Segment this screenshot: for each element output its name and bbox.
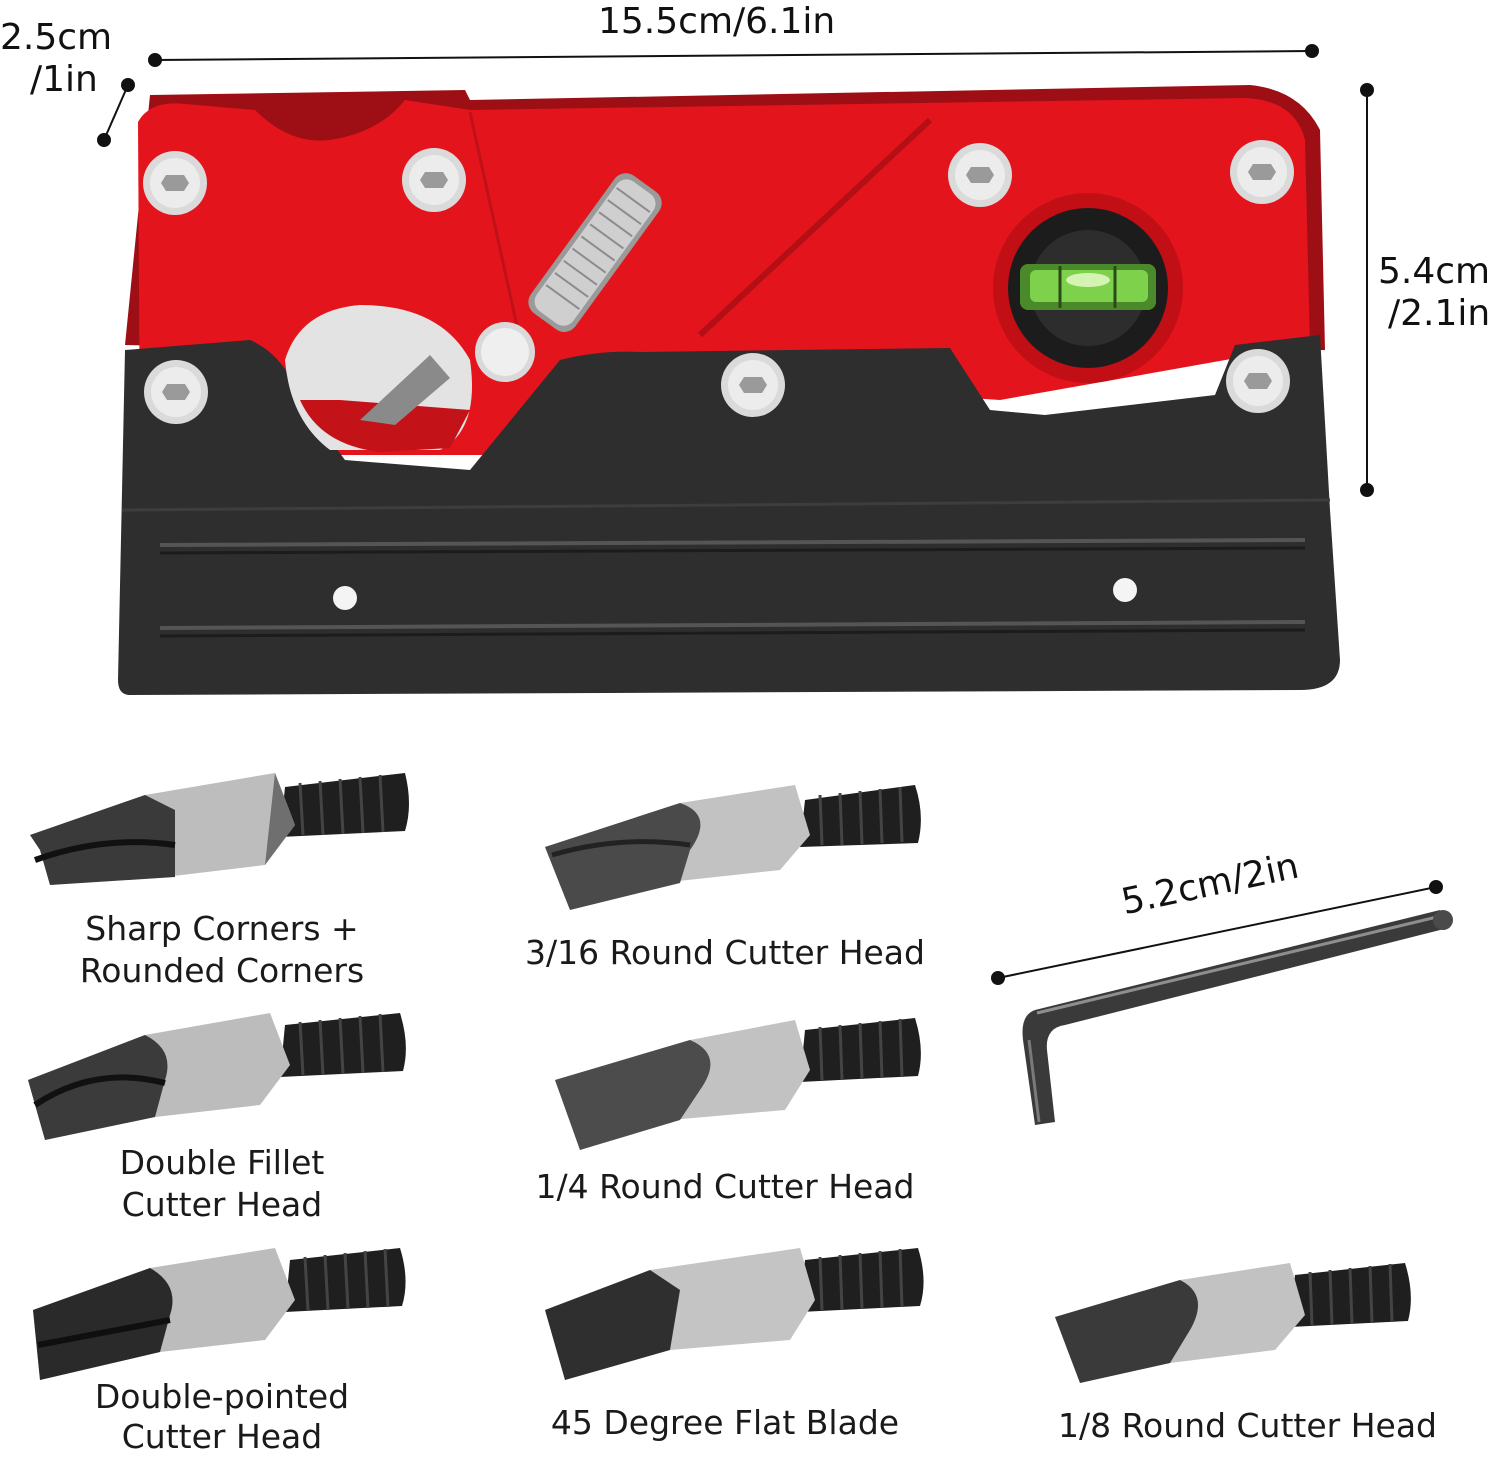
thickness-dimension-label-2: /1in — [30, 59, 98, 100]
height-dimension-label-1: 5.4cm — [1378, 251, 1491, 292]
cutter-head-double-fillet-image — [28, 1013, 406, 1140]
hex-key-wrench-image — [1022, 910, 1453, 1125]
cutter-head-label-5a: Double-pointed — [94, 1377, 350, 1416]
cutter-head-45-degree-flat-image — [545, 1248, 924, 1380]
cutter-head-label-5b: Cutter Head — [121, 1417, 323, 1456]
height-dimension-label-2: /2.1in — [1388, 293, 1491, 334]
cutter-head-label-3a: Double Fillet — [119, 1143, 325, 1182]
cutter-head-double-pointed-image — [33, 1248, 406, 1380]
hex-screws — [143, 140, 1294, 424]
cutter-head-1-4-round-image — [555, 1018, 921, 1150]
cutter-head-label-2: 3/16 Round Cutter Head — [525, 933, 925, 972]
length-dimension-label: 15.5cm/6.1in — [598, 1, 836, 42]
cutter-head-3-16-round-image — [545, 785, 921, 910]
cutter-head-label-4: 1/4 Round Cutter Head — [535, 1167, 915, 1206]
planer-black-base — [118, 335, 1340, 695]
cutter-head-label-3b: Cutter Head — [121, 1185, 323, 1224]
cutter-head-sharp-rounded-image — [30, 773, 409, 885]
cutter-head-1-8-round-image — [1055, 1263, 1411, 1383]
cutter-head-label-1b: Rounded Corners — [79, 951, 365, 990]
thickness-dimension-label-1: 2.5cm — [0, 17, 113, 58]
cutter-head-label-1a: Sharp Corners + — [85, 909, 359, 948]
edge-trimmer-planer-image — [118, 85, 1340, 695]
cutter-head-label-7: 1/8 Round Cutter Head — [1058, 1406, 1437, 1445]
cutter-head-label-6: 45 Degree Flat Blade — [550, 1403, 900, 1442]
